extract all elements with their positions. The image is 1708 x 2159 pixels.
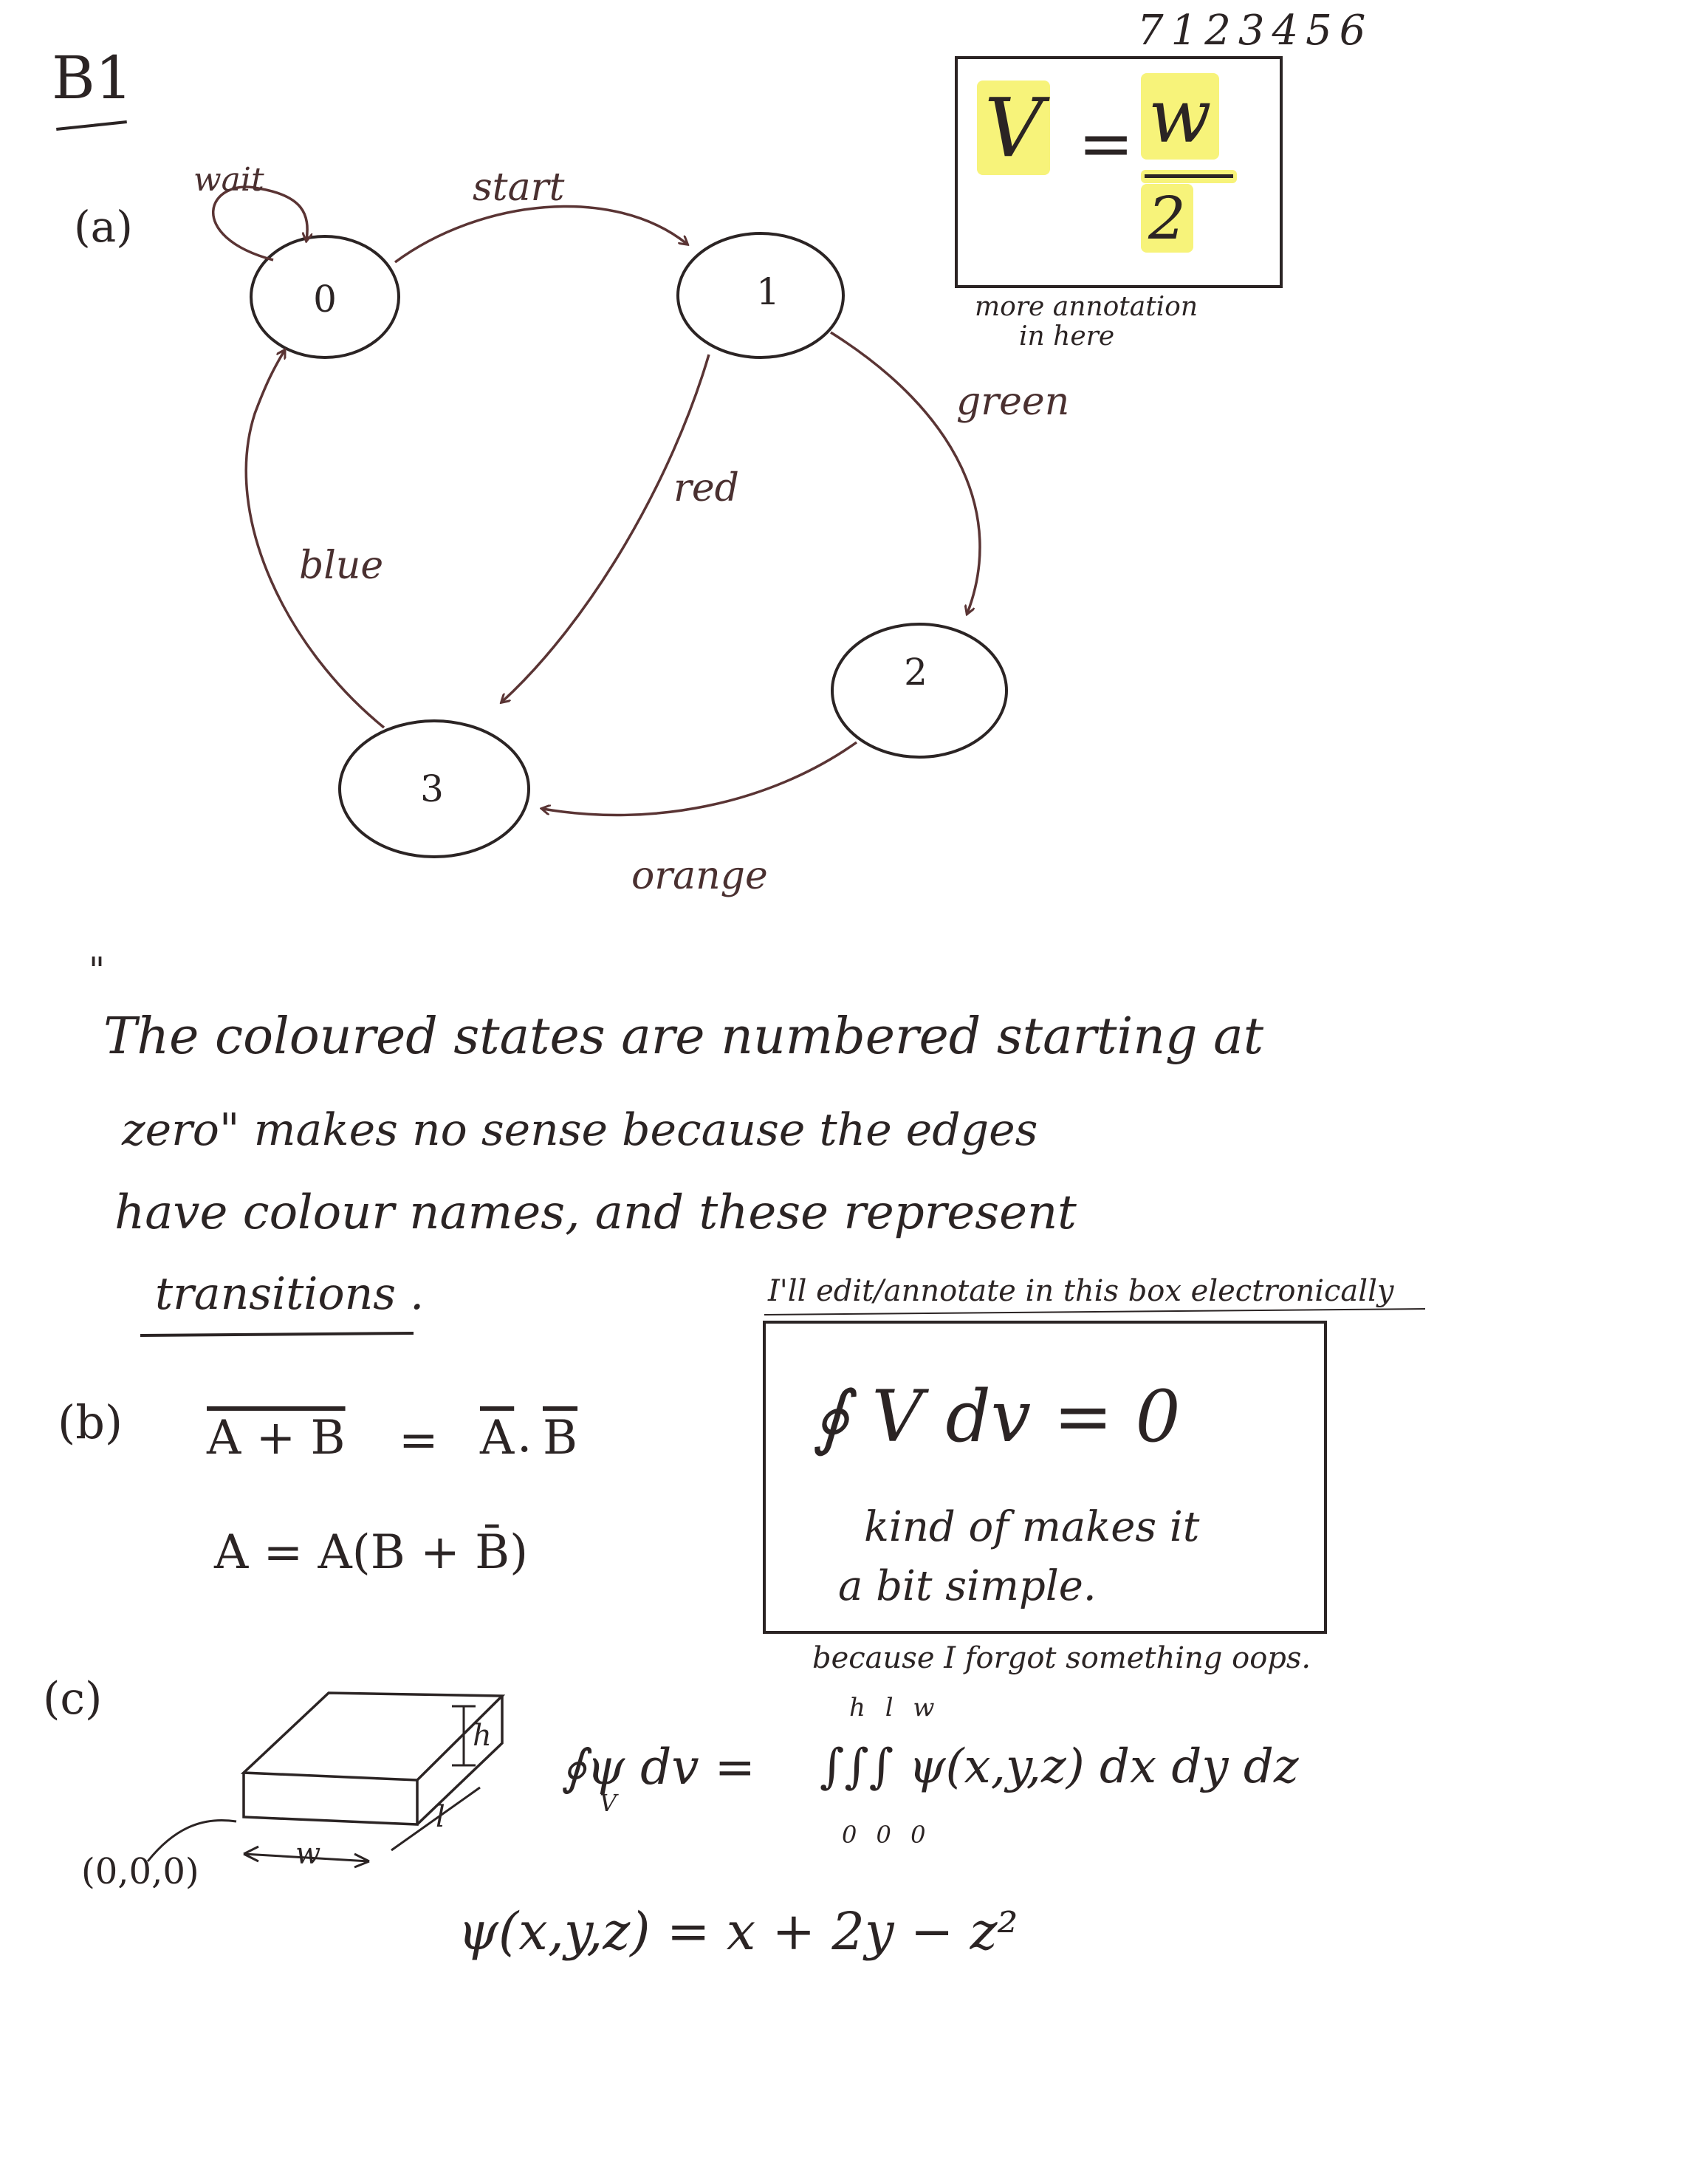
edge-orange <box>543 741 858 817</box>
edge-green <box>830 331 981 613</box>
part-b-label: (b) <box>58 1395 123 1449</box>
electronic-box-line-1: kind of makes it <box>864 1503 1200 1551</box>
state-1-label: 1 <box>756 270 780 313</box>
annotation-eq-sign: = <box>1078 105 1134 182</box>
section-heading-underline <box>56 120 127 131</box>
annotation-eq-denominator: 2 <box>1141 184 1193 253</box>
part-c-integral-lhs: ∮ψ dv = <box>561 1739 755 1796</box>
electronic-box-under-note-line <box>764 1308 1426 1315</box>
part-b-eq2: A = A(B + B̄) <box>214 1525 529 1580</box>
electronic-box-line-2: a bit simple. <box>838 1562 1097 1610</box>
state-0-label: 0 <box>313 278 337 321</box>
edge-blue <box>244 351 385 729</box>
comment-open-quote: " <box>89 950 106 991</box>
edge-label-green: green <box>956 380 1070 424</box>
annotation-fraction-line <box>1145 174 1233 178</box>
part-c-dim-l: l <box>436 1800 445 1834</box>
part-c-psi-definition: ψ(x,y,z) = x + 2y − z² <box>458 1901 1018 1962</box>
part-b-eq1-rhs-a: A <box>480 1411 515 1465</box>
comment-line-2: zero" makes no sense because the edges <box>122 1104 1038 1156</box>
electronic-box-note-below: because I forgot something oops. <box>812 1641 1311 1675</box>
part-c-integral-upper: h l w <box>849 1693 941 1722</box>
comment-line-1: The coloured states are numbered startin… <box>103 1007 1264 1066</box>
electronic-box-integral: ∮ V dv = 0 <box>812 1375 1181 1458</box>
edge-label-red: red <box>673 466 739 510</box>
part-c-dim-h: h <box>473 1719 492 1753</box>
electronic-box-note-above: I'll edit/annotate in this box electroni… <box>768 1274 1394 1308</box>
part-b-eq1-sign: = <box>399 1413 439 1468</box>
comment-line-3: have colour names, and these represent <box>114 1185 1077 1240</box>
edge-label-orange: orange <box>631 854 768 898</box>
comment-line-4: transitions . <box>155 1268 425 1320</box>
edge-red <box>502 354 710 702</box>
part-c-integral-sub: V <box>600 1789 617 1817</box>
corner-number: 7123456 <box>1137 7 1373 55</box>
part-c-integral-rhs: ∫∫∫ ψ(x,y,z) dx dy dz <box>820 1739 1299 1794</box>
part-b-eq1-lhs: A + B <box>207 1411 346 1465</box>
edge-label-wait: wait <box>193 161 264 199</box>
part-c-dim-w: w <box>295 1837 321 1871</box>
transitions-underline <box>140 1332 414 1337</box>
part-b-eq1-rhs-b: B <box>543 1411 578 1465</box>
annotation-caption-line2: in here <box>1019 321 1115 352</box>
annotation-eq-lhs: V <box>977 81 1051 175</box>
edge-label-start: start <box>473 165 565 210</box>
state-3-label: 3 <box>420 767 444 810</box>
annotation-eq-numerator: w <box>1141 73 1219 160</box>
annotation-caption-line1: more annotation <box>975 292 1198 322</box>
part-c-label: (c) <box>43 1673 103 1725</box>
cuboid-drawing <box>240 1691 506 1826</box>
part-b-eq1-rhs-dot: . <box>517 1409 532 1463</box>
edge-label-blue: blue <box>299 544 384 588</box>
annotation-box: V = w 2 <box>956 58 1281 287</box>
part-c-origin: (0,0,0) <box>81 1851 199 1892</box>
edge-start <box>394 205 687 264</box>
state-2-label: 2 <box>904 651 927 694</box>
part-c-integral-lower: 0 0 0 <box>842 1821 932 1849</box>
part-a-label: (a) <box>74 202 133 252</box>
section-heading: B1 <box>52 44 133 112</box>
